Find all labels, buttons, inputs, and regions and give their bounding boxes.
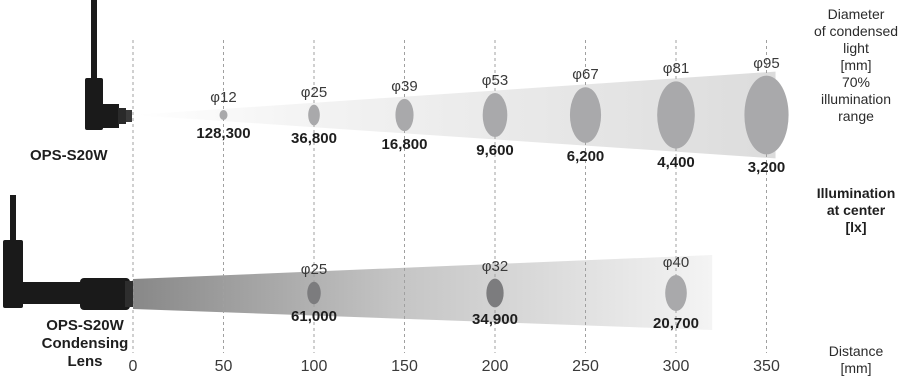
diameter-label: φ53 xyxy=(481,72,509,89)
legend-illumination: Illumination at center [lx] xyxy=(808,185,904,236)
legend-distance: Distance [mm] xyxy=(808,343,904,377)
legend-line: [mm] xyxy=(840,360,872,376)
legend-line: Illumination xyxy=(816,185,896,201)
product-label-ops-s20w: OPS-S20W xyxy=(30,147,108,164)
ops-s20w-condensing-lens-device-icon xyxy=(3,195,133,310)
illumination-label: 128,300 xyxy=(196,124,251,142)
legend-line: Diameter xyxy=(827,6,885,22)
diameter-label: φ40 xyxy=(662,254,690,271)
light-spot xyxy=(219,110,228,120)
legend-line: Distance xyxy=(828,343,884,359)
diameter-label: φ32 xyxy=(481,257,509,275)
distance-tick-label: 350 xyxy=(753,358,780,375)
ops-s20w-device-icon xyxy=(85,0,132,130)
beam-bottom xyxy=(133,255,713,330)
legend-line: 70% xyxy=(841,74,871,90)
product-label-condensing-lens: OPS-S20W Condensing Lens xyxy=(33,317,137,371)
legend-line: [lx] xyxy=(845,219,867,235)
diameter-label: φ12 xyxy=(210,89,237,107)
legend-line: at center xyxy=(826,202,886,218)
distance-tick-label: 150 xyxy=(391,358,418,375)
legend-line: illumination xyxy=(820,91,892,107)
light-spot xyxy=(482,93,508,137)
beam-top xyxy=(133,71,776,159)
illumination-label: 4,400 xyxy=(657,153,695,171)
distance-tick-label: 200 xyxy=(481,358,509,375)
distance-tick-label: 300 xyxy=(662,358,690,375)
distance-tick-label: 250 xyxy=(572,358,599,375)
light-spot xyxy=(308,104,320,126)
diameter-label: φ95 xyxy=(753,54,780,72)
product-label-line: Lens xyxy=(67,353,103,370)
legend-line: light xyxy=(843,40,869,56)
light-spot xyxy=(744,75,789,155)
diameter-label: φ39 xyxy=(391,77,418,95)
light-spot xyxy=(486,278,504,308)
illumination-label: 36,800 xyxy=(291,130,337,148)
illumination-label: 20,700 xyxy=(653,315,699,332)
legend-line: of condensed xyxy=(813,23,899,39)
light-spot xyxy=(395,98,414,132)
diameter-label: φ25 xyxy=(300,83,328,101)
diameter-label: φ67 xyxy=(572,66,599,84)
light-spot xyxy=(569,87,602,143)
illumination-label: 9,600 xyxy=(476,141,514,159)
illumination-label: 34,900 xyxy=(472,311,518,329)
light-spot xyxy=(307,281,321,305)
light-spot xyxy=(665,275,687,311)
distance-tick-label: 50 xyxy=(214,358,233,375)
product-label-line: OPS-S20W xyxy=(46,317,124,334)
diameter-label: φ81 xyxy=(662,60,690,78)
distance-tick-label: 0 xyxy=(128,358,138,375)
light-spot xyxy=(657,81,695,149)
legend-line: range xyxy=(838,108,874,124)
distance-tick-label: 100 xyxy=(300,358,328,375)
product-label-line: Condensing xyxy=(41,335,129,352)
illumination-label: 3,200 xyxy=(747,159,786,177)
illumination-label: 6,200 xyxy=(566,147,605,165)
legend-diameter: Diameter of condensed light [mm] 70% ill… xyxy=(808,6,904,125)
illumination-label: 16,800 xyxy=(381,136,428,154)
diameter-label: φ25 xyxy=(300,260,328,278)
legend-line: [mm] xyxy=(840,57,872,73)
illumination-label: 61,000 xyxy=(291,308,337,326)
